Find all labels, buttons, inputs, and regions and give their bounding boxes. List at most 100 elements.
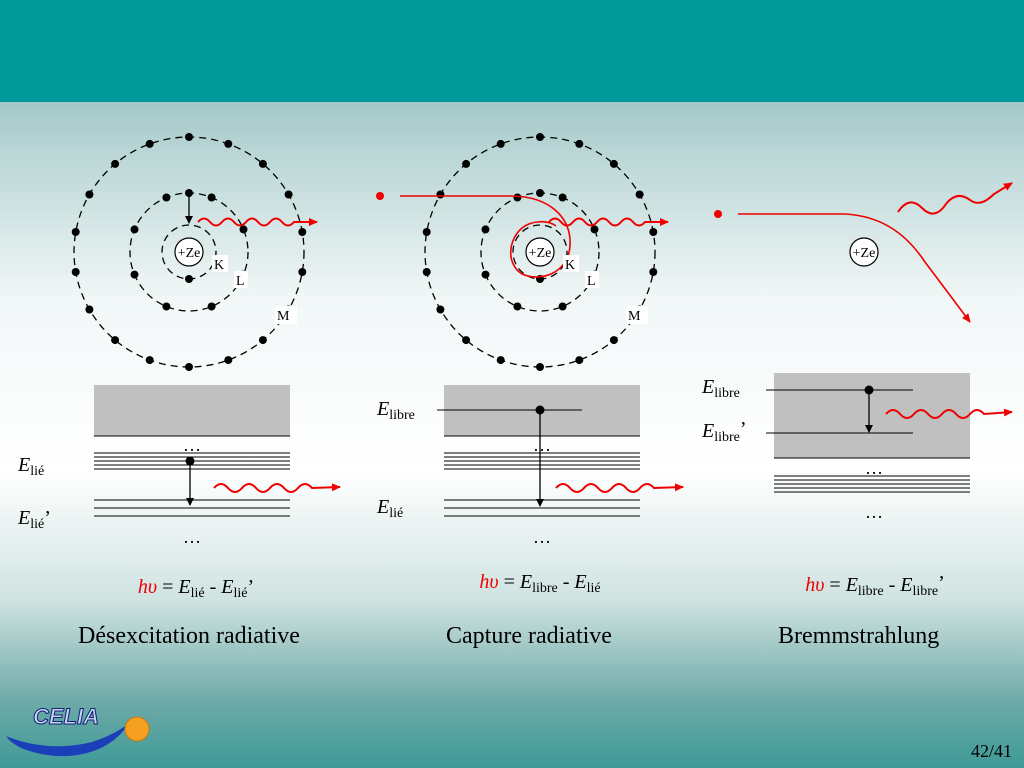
electron-dot [85, 305, 94, 314]
electron-dot [207, 193, 216, 202]
caption-desexcitation: Désexcitation radiative [78, 623, 300, 649]
ellipsis-bottom: … [865, 502, 883, 522]
electron-dot [513, 302, 522, 311]
e-libre-label: Elibre [376, 398, 415, 423]
electron-dot [496, 139, 505, 148]
electron-dot [111, 336, 120, 345]
e-libre-prime-label: Elibre’ [701, 418, 747, 445]
electron-dot [298, 268, 307, 276]
shell-m-electrons [71, 133, 307, 371]
electron-dot [224, 356, 233, 365]
upper-levels [444, 452, 640, 470]
shell-l-label: L [236, 274, 245, 289]
nucleus-label: +Ze [178, 246, 201, 261]
electron-dot [111, 159, 120, 168]
emitted-photon [548, 217, 669, 227]
formula-desexcitation: hυ = Elié - Elié’ [138, 576, 254, 601]
electron-dot [145, 139, 154, 148]
formula-capture: hυ = Elibre - Elié [479, 571, 600, 596]
lower-levels [444, 499, 640, 517]
k-label-bg [563, 255, 579, 272]
electron-dot [145, 356, 154, 365]
e-lie-prime-label: Elié’ [17, 507, 51, 532]
electron-dot [185, 133, 193, 141]
electron-dot [536, 363, 544, 371]
electron-dot [422, 228, 431, 236]
nucleus [174, 237, 204, 267]
electron-dot [71, 268, 80, 276]
electron-dot [85, 190, 94, 199]
atom-capture: +Ze K L M [376, 133, 669, 371]
atom-desexcitation: +Ze K L M [71, 133, 318, 371]
electron-dot [649, 268, 658, 276]
nucleus-label: +Ze [529, 246, 552, 261]
electron-dot [481, 225, 490, 234]
l-label-bg [234, 271, 248, 288]
logo-ball [124, 716, 150, 742]
formula-bremsstrahlung: hυ = Elibre - Elibre’ [805, 572, 945, 599]
electron-dot [536, 133, 544, 141]
electron-dot [436, 190, 445, 199]
ellipsis-bottom: … [533, 527, 551, 547]
electron-dot [575, 139, 584, 148]
incoming-electron [376, 192, 384, 200]
electron-dot [462, 159, 471, 168]
electron-dot [207, 302, 216, 311]
energy-diagram-desexcitation: … … Elié Elié’ hυ = Elié - Elié’ [17, 385, 341, 601]
electron [185, 456, 195, 466]
electron [864, 385, 874, 395]
shell-l-electrons [130, 193, 248, 311]
electron-dot [558, 193, 567, 202]
shell-k-label: K [565, 258, 575, 273]
electron-dot [575, 356, 584, 365]
logo-swoosh [6, 724, 128, 757]
logo-text: CELIA [33, 704, 99, 729]
electron-dot [590, 225, 599, 234]
electron-dot [496, 356, 505, 365]
electron-dot [258, 159, 267, 168]
shell-l-label: L [587, 274, 596, 289]
caption-capture: Capture radiative [446, 623, 612, 649]
nucleus [849, 237, 879, 267]
l-electron-top [536, 189, 544, 197]
electron-dot [239, 225, 248, 234]
shell-m-label: M [628, 309, 641, 324]
shell-m-label: M [277, 309, 290, 324]
electron-dot [130, 270, 139, 279]
celia-logo: CELIA [6, 704, 150, 757]
e-lie-label: Elié [17, 454, 44, 479]
l-electron-top [185, 189, 193, 197]
energy-diagram-capture: … … Elibre Elié hυ = Elibre - Elié [376, 385, 684, 596]
electron-dot [298, 228, 307, 236]
emitted-photon [555, 483, 684, 493]
electron-dot [258, 336, 267, 345]
emitted-photon [897, 182, 1013, 215]
electron-dot [513, 193, 522, 202]
incoming-electron [714, 210, 722, 218]
electron-dot [130, 225, 139, 234]
emitted-photon [213, 483, 341, 493]
electron-dot [481, 270, 490, 279]
electron-dot [284, 190, 293, 199]
ellipsis-bottom: … [183, 527, 201, 547]
page-number: 42/41 [970, 741, 1012, 761]
k-label-bg [212, 255, 228, 272]
electron-dot [558, 302, 567, 311]
electron-dot [436, 305, 445, 314]
captured-electron-path [400, 195, 571, 278]
e-lie-label: Elié [376, 496, 403, 521]
electron [535, 405, 545, 415]
bound-levels [774, 475, 970, 493]
k-electron [185, 275, 193, 283]
energy-diagram-bremsstrahlung: … … Elibre Elibre’ hυ = Elibre - Elibre’ [701, 373, 1013, 599]
ellipsis-top: … [183, 435, 201, 455]
bremsstrahlung-deflection: +Ze [714, 182, 1013, 323]
ellipsis-top: … [533, 435, 551, 455]
electron-dot [635, 190, 644, 199]
electron-dot [71, 228, 80, 236]
emitted-photon [197, 217, 318, 227]
lower-levels [94, 499, 290, 517]
electron-dot [422, 268, 431, 276]
